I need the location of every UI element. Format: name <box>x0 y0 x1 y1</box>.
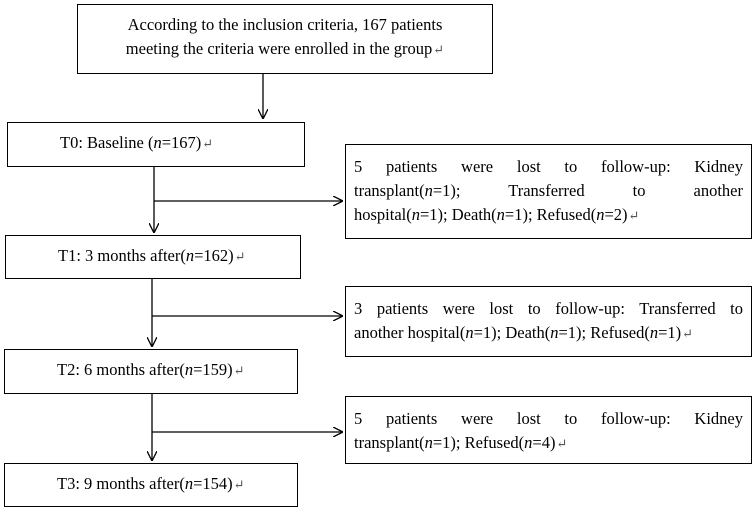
return-mark: ↵ <box>628 208 640 223</box>
loss-box-t2-t3: 5 patients were lost to follow-up: Kidne… <box>345 396 752 464</box>
loss-box-t0-t1: 5 patients were lost to follow-up: Kidne… <box>345 144 752 239</box>
n-symbol: n <box>184 474 194 493</box>
loss-line: 5 patients were lost to follow-up: Kidne… <box>354 157 743 176</box>
return-mark: ↵ <box>682 326 694 341</box>
enrollment-box: According to the inclusion criteria, 167… <box>77 4 493 74</box>
return-mark: ↵ <box>233 363 245 378</box>
n-symbol: n <box>185 246 195 265</box>
return-mark: ↵ <box>233 477 245 492</box>
loss-line: transplant(n=1); Refused(n=4)↵ <box>354 433 568 452</box>
stage-t0-box: T0: Baseline (n=167)↵ <box>7 122 305 167</box>
stage-t1-box: T1: 3 months after(n=162)↵ <box>5 235 301 279</box>
stage-t2-box: T2: 6 months after(n=159)↵ <box>4 349 298 394</box>
loss-box-t1-t2: 3 patients were lost to follow-up: Trans… <box>345 286 752 357</box>
enrollment-line-1: According to the inclusion criteria, 167… <box>127 15 443 34</box>
return-mark: ↵ <box>234 249 246 264</box>
return-mark: ↵ <box>556 436 568 451</box>
loss-line: another hospital(n=1); Death(n=1); Refus… <box>354 323 694 342</box>
loss-line: 5 patients were lost to follow-up: Kidne… <box>354 409 743 428</box>
return-mark: ↵ <box>433 42 445 57</box>
loss-line: transplant(n=1); Transferred to another <box>354 181 743 200</box>
n-symbol: n <box>153 133 162 152</box>
loss-line: 3 patients were lost to follow-up: Trans… <box>354 299 743 318</box>
stage-t3-box: T3: 9 months after(n=154)↵ <box>4 463 298 507</box>
enrollment-line-2: meeting the criteria were enrolled in th… <box>125 39 445 58</box>
loss-line: hospital(n=1); Death(n=1); Refused(n=2)↵ <box>354 205 640 224</box>
return-mark: ↵ <box>202 136 214 151</box>
n-symbol: n <box>184 360 194 379</box>
